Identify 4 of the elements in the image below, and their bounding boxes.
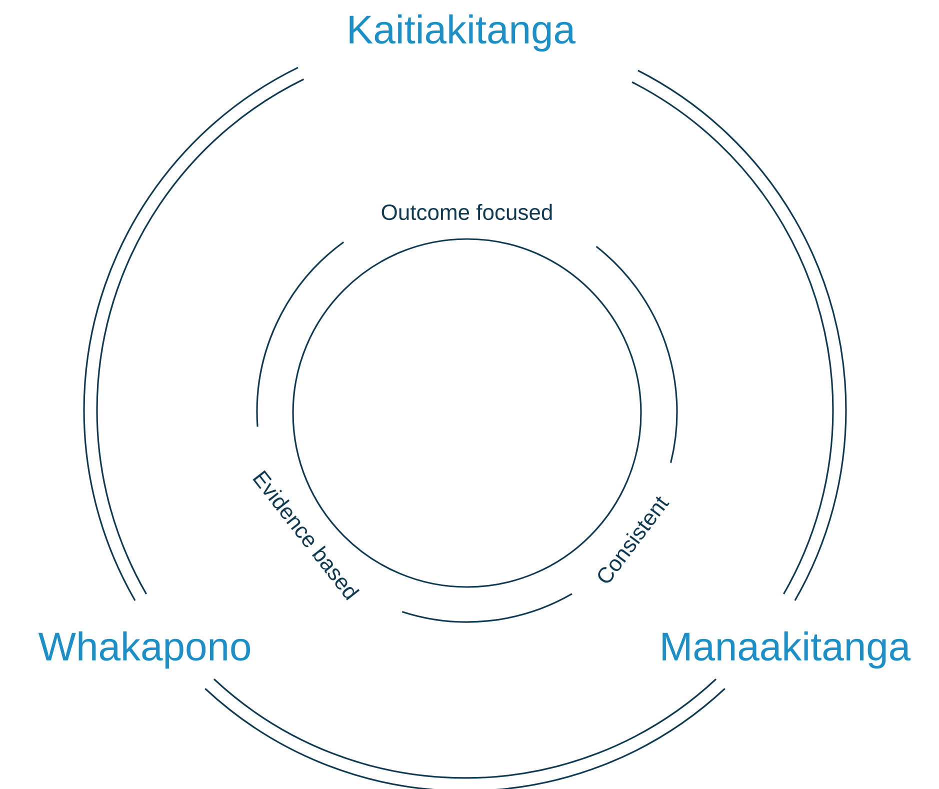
value-heading: Manaakitanga [662, 631, 911, 669]
ring-label: Outcome focused [382, 204, 552, 220]
value-heading: Kaitiakitanga [350, 14, 576, 52]
value-heading: Whakapono [38, 631, 250, 669]
